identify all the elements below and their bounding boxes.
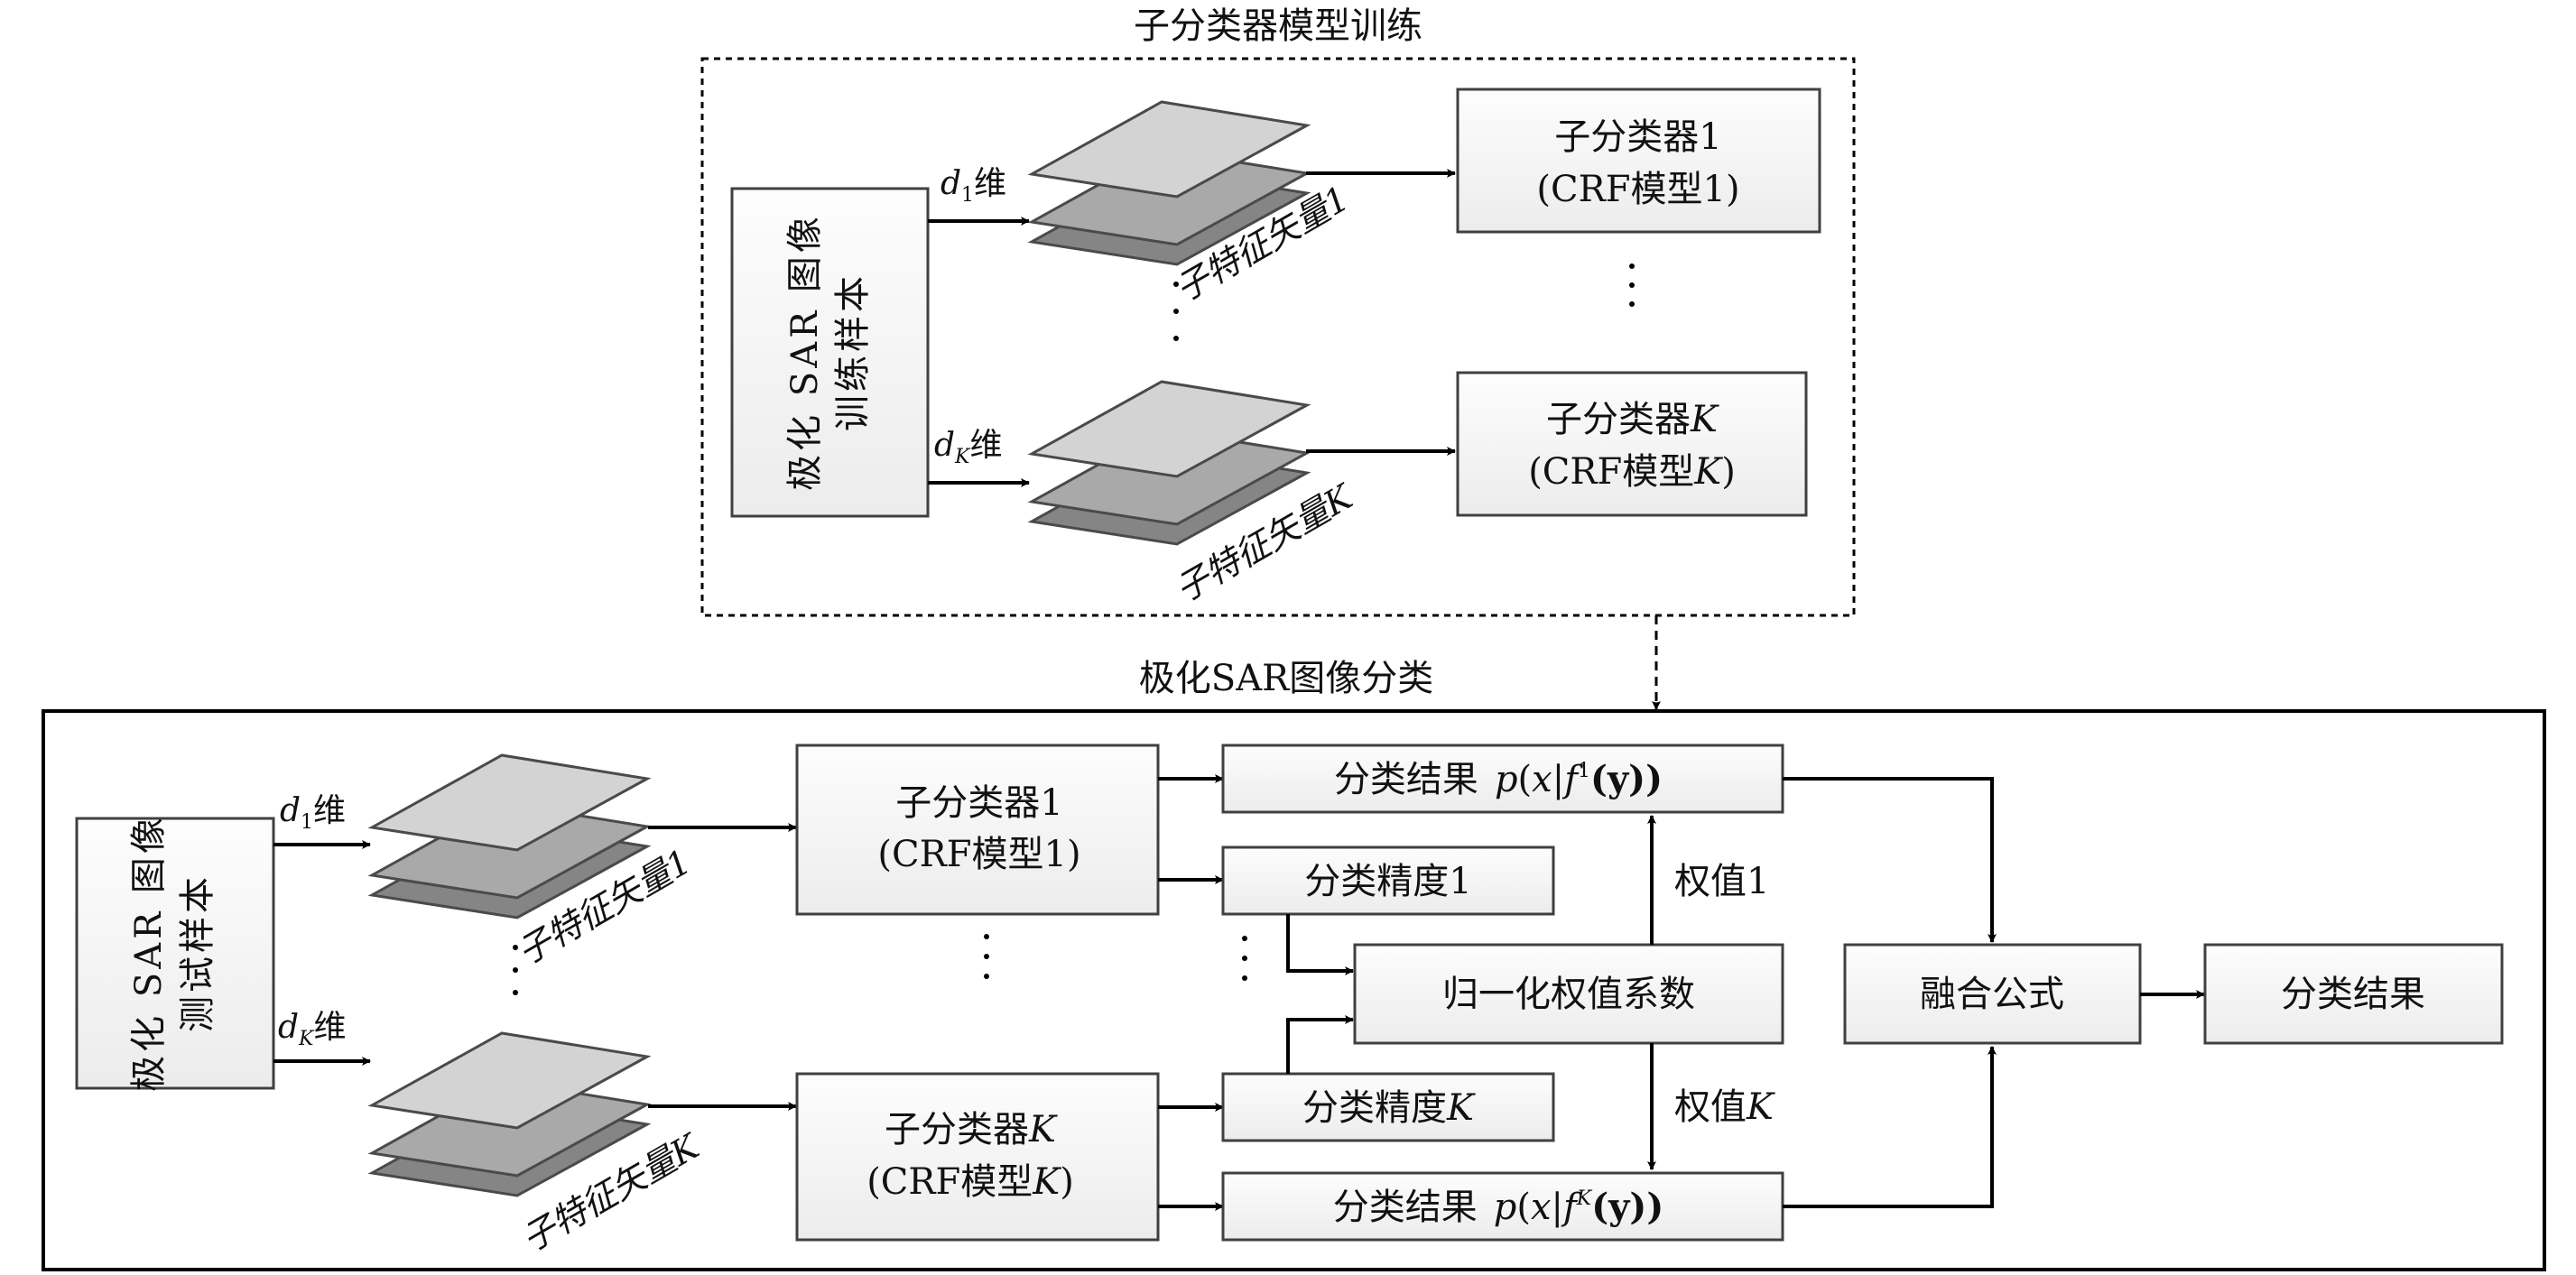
weight-label-1: 权值1 bbox=[1674, 861, 1769, 902]
classification-accuracy-1: 分类精度1 bbox=[1221, 845, 1555, 916]
test-input-box: 极化 SAR 图像 测试样本 bbox=[75, 814, 275, 1092]
training-input-line1: 极化 SAR 图像 bbox=[784, 213, 826, 491]
sheet-top bbox=[367, 1031, 652, 1130]
weight-label-k: 权值K bbox=[1674, 1086, 1775, 1128]
classification-accuracy-k: 分类精度K bbox=[1221, 1072, 1555, 1142]
sheet-top bbox=[1027, 100, 1311, 199]
test-ellipsis-accuracies bbox=[1242, 936, 1247, 981]
svg-text:子分类器1: 子分类器1 bbox=[1554, 116, 1721, 158]
training-section-frame bbox=[700, 57, 1856, 617]
training-classifier-1: 子分类器1 (CRF模型1) bbox=[1456, 88, 1821, 234]
training-feature-stack-k bbox=[1027, 380, 1311, 546]
training-ellipsis-stacks bbox=[1173, 282, 1179, 341]
svg-text:融合公式: 融合公式 bbox=[1920, 974, 2064, 1015]
arrow-result1-to-fusion bbox=[1783, 777, 1997, 943]
training-ellipsis-classifiers bbox=[1629, 263, 1635, 307]
svg-text:子分类器1: 子分类器1 bbox=[895, 782, 1062, 824]
test-classifier-k: 子分类器K (CRF模型K) bbox=[795, 1072, 1160, 1242]
test-dim-label-1: d1维 bbox=[280, 792, 346, 834]
svg-text:(CRF模型1): (CRF模型1) bbox=[1536, 169, 1739, 210]
svg-text:(CRF模型K): (CRF模型K) bbox=[866, 1161, 1074, 1203]
svg-text:子分类器K: 子分类器K bbox=[1546, 399, 1719, 440]
training-section-title: 子分类器模型训练 bbox=[1134, 5, 1422, 47]
svg-text:子分类器K: 子分类器K bbox=[885, 1109, 1058, 1150]
training-dim-label-k: dK维 bbox=[934, 427, 1003, 468]
svg-text:(CRF模型K): (CRF模型K) bbox=[1528, 451, 1736, 493]
svg-text:归一化权值系数: 归一化权值系数 bbox=[1442, 974, 1695, 1015]
svg-text:分类精度1: 分类精度1 bbox=[1304, 861, 1471, 902]
classification-section-title: 极化SAR图像分类 bbox=[1139, 658, 1433, 699]
fusion-formula-box: 融合公式 bbox=[1843, 943, 2142, 1045]
svg-text:(CRF模型1): (CRF模型1) bbox=[877, 834, 1080, 875]
training-feature-stack-1 bbox=[1027, 100, 1311, 266]
test-input-line1: 极化 SAR 图像 bbox=[128, 814, 170, 1092]
training-classifier-k: 子分类器K (CRF模型K) bbox=[1456, 371, 1808, 517]
normalization-weights-box: 归一化权值系数 bbox=[1353, 943, 1784, 1045]
test-feature-stack-k bbox=[367, 1031, 652, 1197]
sheet-top bbox=[367, 753, 652, 852]
test-classifier-1: 子分类器1 (CRF模型1) bbox=[795, 744, 1160, 916]
test-ellipsis-classifiers bbox=[984, 934, 989, 979]
test-dim-label-k: dK维 bbox=[278, 1009, 347, 1050]
training-input-box: 极化 SAR 图像 训练样本 bbox=[730, 187, 930, 518]
arrow-accuracyk-to-normalization bbox=[1286, 1015, 1354, 1074]
svg-text:分类结果: 分类结果 bbox=[2281, 974, 2425, 1015]
svg-text:分类精度K: 分类精度K bbox=[1302, 1087, 1476, 1129]
test-feature-stack-1 bbox=[367, 753, 652, 919]
test-ellipsis-stacks bbox=[513, 945, 518, 995]
arrow-resultk-to-fusion bbox=[1783, 1046, 1997, 1208]
classification-section-frame bbox=[42, 709, 2546, 1271]
training-dim-label-1: d1维 bbox=[941, 165, 1006, 207]
final-classification-result-box: 分类结果 bbox=[2203, 943, 2504, 1045]
arrow-accuracy1-to-normalization bbox=[1286, 914, 1354, 975]
test-input-line2: 测试样本 bbox=[177, 873, 218, 1032]
sheet-top bbox=[1027, 380, 1311, 478]
training-input-line2: 训练样本 bbox=[832, 273, 874, 431]
